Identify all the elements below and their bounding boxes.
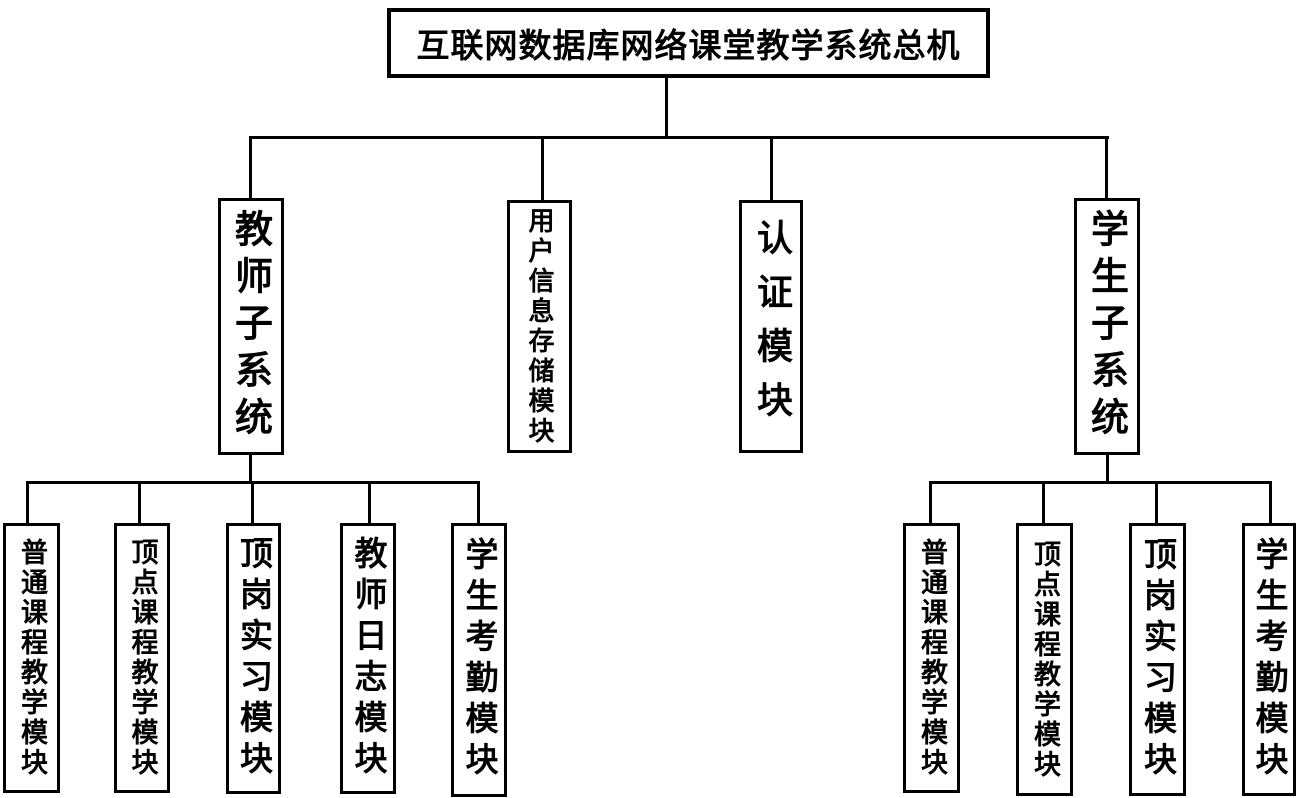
- node-auth-module: 认证模块: [739, 200, 803, 453]
- node-teacher-internship-module: 顶岗实习模块: [226, 523, 281, 794]
- connector-student-horizontal: [929, 481, 1272, 484]
- node-teacher-student-attendance-module: 学生考勤模块: [451, 523, 507, 797]
- node-student-subsystem: 学生子系统: [1074, 198, 1140, 455]
- connector-drop-teacher-child-3: [251, 481, 254, 524]
- node-teacher-regular-course-module: 普通课程教学模块: [3, 523, 60, 793]
- connector-teacher-vertical: [249, 455, 252, 483]
- connector-student-vertical: [1106, 455, 1109, 483]
- node-user-info-storage-module: 用户信息存储模块: [507, 200, 572, 453]
- root-node-main-system: 互联网数据库网络课堂教学系统总机: [387, 8, 990, 78]
- connector-drop-teacher-child-4: [368, 481, 371, 524]
- node-teacher-subsystem: 教师子系统: [218, 198, 284, 455]
- connector-level1-horizontal: [249, 136, 1109, 139]
- connector-drop-user-info: [541, 136, 544, 202]
- node-student-regular-course-module: 普通课程教学模块: [903, 523, 960, 793]
- connector-drop-student-child-4: [1269, 481, 1272, 524]
- connector-drop-student-child-1: [929, 481, 932, 524]
- connector-drop-teacher-child-2: [138, 481, 141, 524]
- connector-root-vertical: [665, 78, 668, 138]
- connector-drop-student: [1105, 136, 1108, 199]
- node-teacher-log-module: 教师日志模块: [340, 523, 396, 794]
- connector-drop-auth: [770, 136, 773, 202]
- connector-drop-student-child-3: [1155, 481, 1158, 524]
- connector-drop-teacher-child-1: [26, 481, 29, 524]
- connector-drop-student-child-2: [1042, 481, 1045, 524]
- node-student-internship-module: 顶岗实习模块: [1129, 523, 1186, 796]
- connector-drop-teacher-child-5: [477, 481, 480, 524]
- node-teacher-capstone-course-module: 顶点课程教学模块: [114, 523, 170, 793]
- node-student-capstone-course-module: 顶点课程教学模块: [1016, 523, 1073, 796]
- connector-drop-teacher: [249, 136, 252, 199]
- node-student-attendance-module: 学生考勤模块: [1242, 523, 1296, 796]
